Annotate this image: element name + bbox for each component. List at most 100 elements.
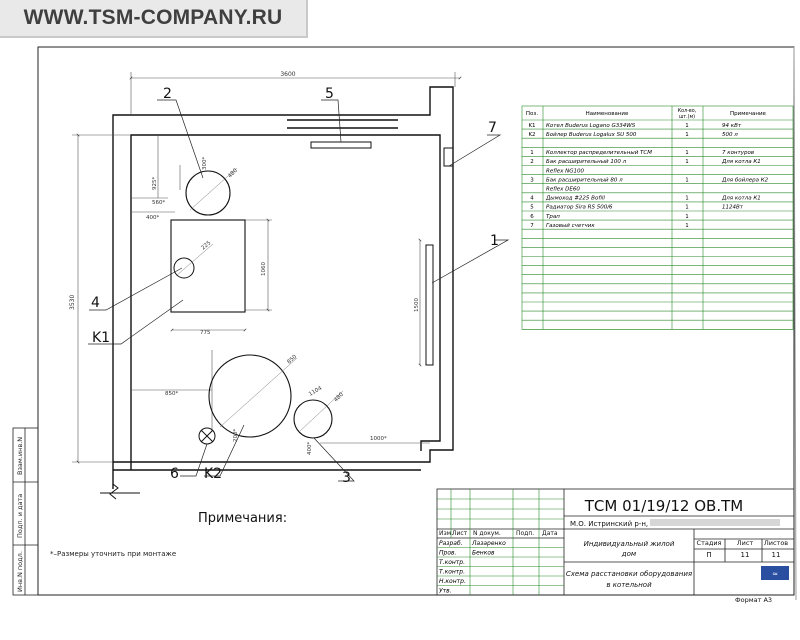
radiator-5 bbox=[310, 141, 372, 149]
title-block: ≈ ТСМ 01/19/12 ОВ.ТМ М.О. Истринский р-н… bbox=[436, 488, 795, 604]
approval-row: Н.контр. bbox=[439, 578, 466, 585]
frame-edge bbox=[793, 46, 797, 601]
dim-1060: 1060 bbox=[261, 262, 267, 276]
sheet-frame bbox=[37, 46, 795, 596]
dim-925: 925* bbox=[152, 177, 158, 190]
floor-drain-6 bbox=[198, 427, 216, 445]
dim-1000: 1000* bbox=[370, 436, 387, 442]
dim-225: 225 bbox=[200, 240, 212, 252]
approval-row: Утв. bbox=[439, 588, 452, 595]
approval-role: Т.контр. bbox=[439, 559, 465, 566]
spec-header-name: Наименование bbox=[586, 111, 629, 117]
callout-7: 7 bbox=[488, 120, 497, 136]
spec-cell-note: Для котла К1 bbox=[721, 196, 761, 202]
spec-cell-note: 1124Вт bbox=[722, 205, 744, 211]
dim-width: 3600 bbox=[280, 71, 295, 78]
dim-height: 3530 bbox=[69, 295, 76, 310]
gas-meter-7 bbox=[443, 147, 454, 167]
sheets-value: 11 bbox=[772, 551, 781, 559]
sidebar-sign-date: Подп. и дата bbox=[16, 494, 24, 538]
diameter-lines bbox=[175, 167, 344, 432]
stage-value: П bbox=[706, 551, 711, 559]
spec-cell-name: Котел Buderus Logano G334WS bbox=[546, 123, 636, 129]
spec-cell-qty: 1 bbox=[685, 150, 689, 156]
dim-400: 400* bbox=[146, 215, 159, 221]
spec-cell-note: 500 л bbox=[722, 132, 738, 138]
spec-cell-qty: 1 bbox=[685, 159, 689, 165]
spec-cell-name: Бак расширительный 100 л bbox=[546, 159, 627, 165]
boiler-k1 bbox=[170, 219, 246, 313]
dim-300: 300* bbox=[202, 157, 208, 170]
spec-cell-qty: 1 bbox=[685, 132, 689, 138]
address: М.О. Истринский р-н, bbox=[570, 520, 648, 528]
water-heater-k2 bbox=[208, 354, 292, 438]
sidebar-inv-orig: Инв.N подл. bbox=[16, 551, 24, 592]
spec-cell-note: 7 контуров bbox=[722, 150, 754, 156]
spec-cell-name: Reflex NG100 bbox=[546, 168, 585, 174]
callout-5: 5 bbox=[325, 86, 334, 102]
spec-cell-note: 94 кВт bbox=[722, 123, 742, 129]
expansion-tank-3 bbox=[293, 399, 333, 439]
spec-cell-name: Радиатор Sira RS 500/6 bbox=[546, 205, 613, 211]
stage-label: Стадия bbox=[697, 539, 722, 547]
spec-row: Reflex DE60 bbox=[546, 187, 580, 193]
sheet-label: Лист bbox=[737, 539, 754, 547]
spec-cell-name: Бойлер Buderus Logalux SU 500 bbox=[546, 132, 637, 138]
approval-role: Т.контр. bbox=[439, 569, 465, 576]
col-list: Лист bbox=[452, 530, 468, 537]
dim-1104: 1104 bbox=[308, 385, 324, 397]
callout-1: 1 bbox=[490, 233, 499, 249]
notes-title: Примечания: bbox=[198, 511, 287, 526]
approval-row: Т.контр. bbox=[439, 569, 465, 576]
room-walls bbox=[112, 86, 454, 489]
spec-header-qty: Кол-во, bbox=[678, 108, 697, 114]
spec-cell-pos: 1 bbox=[530, 150, 534, 156]
dim-480a: 480 bbox=[227, 167, 239, 179]
spec-cell-qty: 1 bbox=[685, 196, 689, 202]
sidebar-stamps bbox=[12, 427, 39, 596]
spec-cell-pos: K1 bbox=[528, 123, 535, 129]
spec-row: 6 Трап 1 bbox=[530, 214, 689, 220]
object-line1: Индивидуальный жилой bbox=[584, 540, 675, 548]
approval-row: Пров. Бенков bbox=[439, 550, 495, 557]
approval-name: Бенков bbox=[472, 550, 495, 557]
logo-mark-icon: ≈ bbox=[772, 570, 778, 578]
spec-cell-pos: 3 bbox=[530, 177, 534, 183]
callout-4: 4 bbox=[91, 295, 100, 311]
spec-cell-pos: 6 bbox=[530, 214, 534, 220]
spec-cell-qty: 1 bbox=[685, 205, 689, 211]
dim-400b: 400* bbox=[307, 442, 313, 455]
spec-row: 5 Радиатор Sira RS 500/6 1 1124Вт bbox=[530, 205, 744, 211]
dim-200: 200* bbox=[233, 429, 239, 442]
callout-3: 3 bbox=[342, 470, 351, 486]
spec-cell-name: Трап bbox=[546, 214, 560, 220]
sheets-label: Листов bbox=[764, 539, 788, 547]
dim-850s: 850* bbox=[165, 391, 178, 397]
spec-cell-qty: 1 bbox=[685, 223, 689, 229]
sheet-title-line2: в котельной bbox=[606, 581, 652, 589]
spec-cell-qty: 1 bbox=[685, 214, 689, 220]
company-logo bbox=[761, 566, 789, 580]
callout-k2: K2 bbox=[204, 466, 222, 482]
approval-role: Пров. bbox=[439, 550, 457, 557]
approval-role: Утв. bbox=[439, 588, 452, 595]
spec-cell-name: Бак расширительный 80 л bbox=[546, 177, 623, 183]
col-data: Дата bbox=[542, 530, 558, 537]
site-watermark: WWW.TSM-COMPANY.RU bbox=[0, 0, 308, 38]
sheet-title-line1: Схема расстановки оборудования bbox=[566, 570, 692, 578]
spec-cell-name: Reflex DE60 bbox=[546, 187, 580, 193]
col-izm: Изм. bbox=[439, 530, 453, 537]
dim-480b: 480 bbox=[333, 391, 345, 403]
collector-1 bbox=[425, 244, 434, 366]
leader-lines bbox=[88, 99, 510, 482]
sidebar-inv-dup: Взам.инв.N bbox=[16, 437, 24, 475]
spec-cell-pos: 5 bbox=[530, 205, 534, 211]
sheet-value: 11 bbox=[741, 551, 750, 559]
